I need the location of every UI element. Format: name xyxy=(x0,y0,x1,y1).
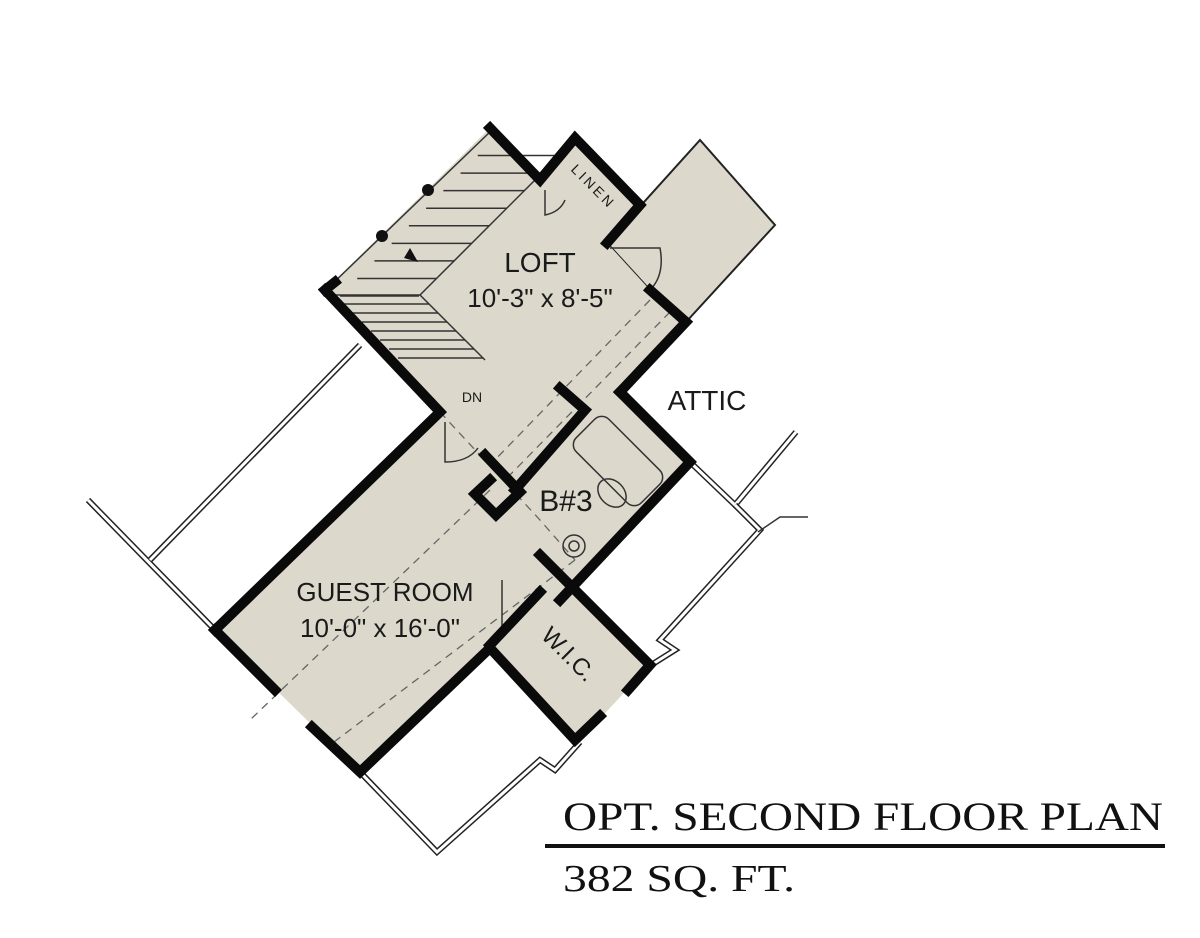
plan-title: OPT. SECOND FLOOR PLAN xyxy=(563,794,1163,839)
roof-lines xyxy=(85,342,808,857)
stair-direction-arrow-icon xyxy=(404,248,418,262)
walls xyxy=(207,120,697,779)
stair-dn-label: DN xyxy=(462,389,482,405)
stair-window xyxy=(327,129,493,289)
loft-dimensions: 10'-3" x 8'-5" xyxy=(467,283,612,313)
loft-label: LOFT xyxy=(504,247,576,278)
bath-label: B#3 xyxy=(539,485,592,518)
guest-room-label: GUEST ROOM xyxy=(296,577,473,607)
bath-fixtures xyxy=(562,415,664,558)
attic-label: ATTIC xyxy=(668,385,747,416)
plan-area: 382 SQ. FT. xyxy=(563,858,795,900)
guest-room-dimensions: 10'-0" x 16'-0" xyxy=(300,613,460,643)
